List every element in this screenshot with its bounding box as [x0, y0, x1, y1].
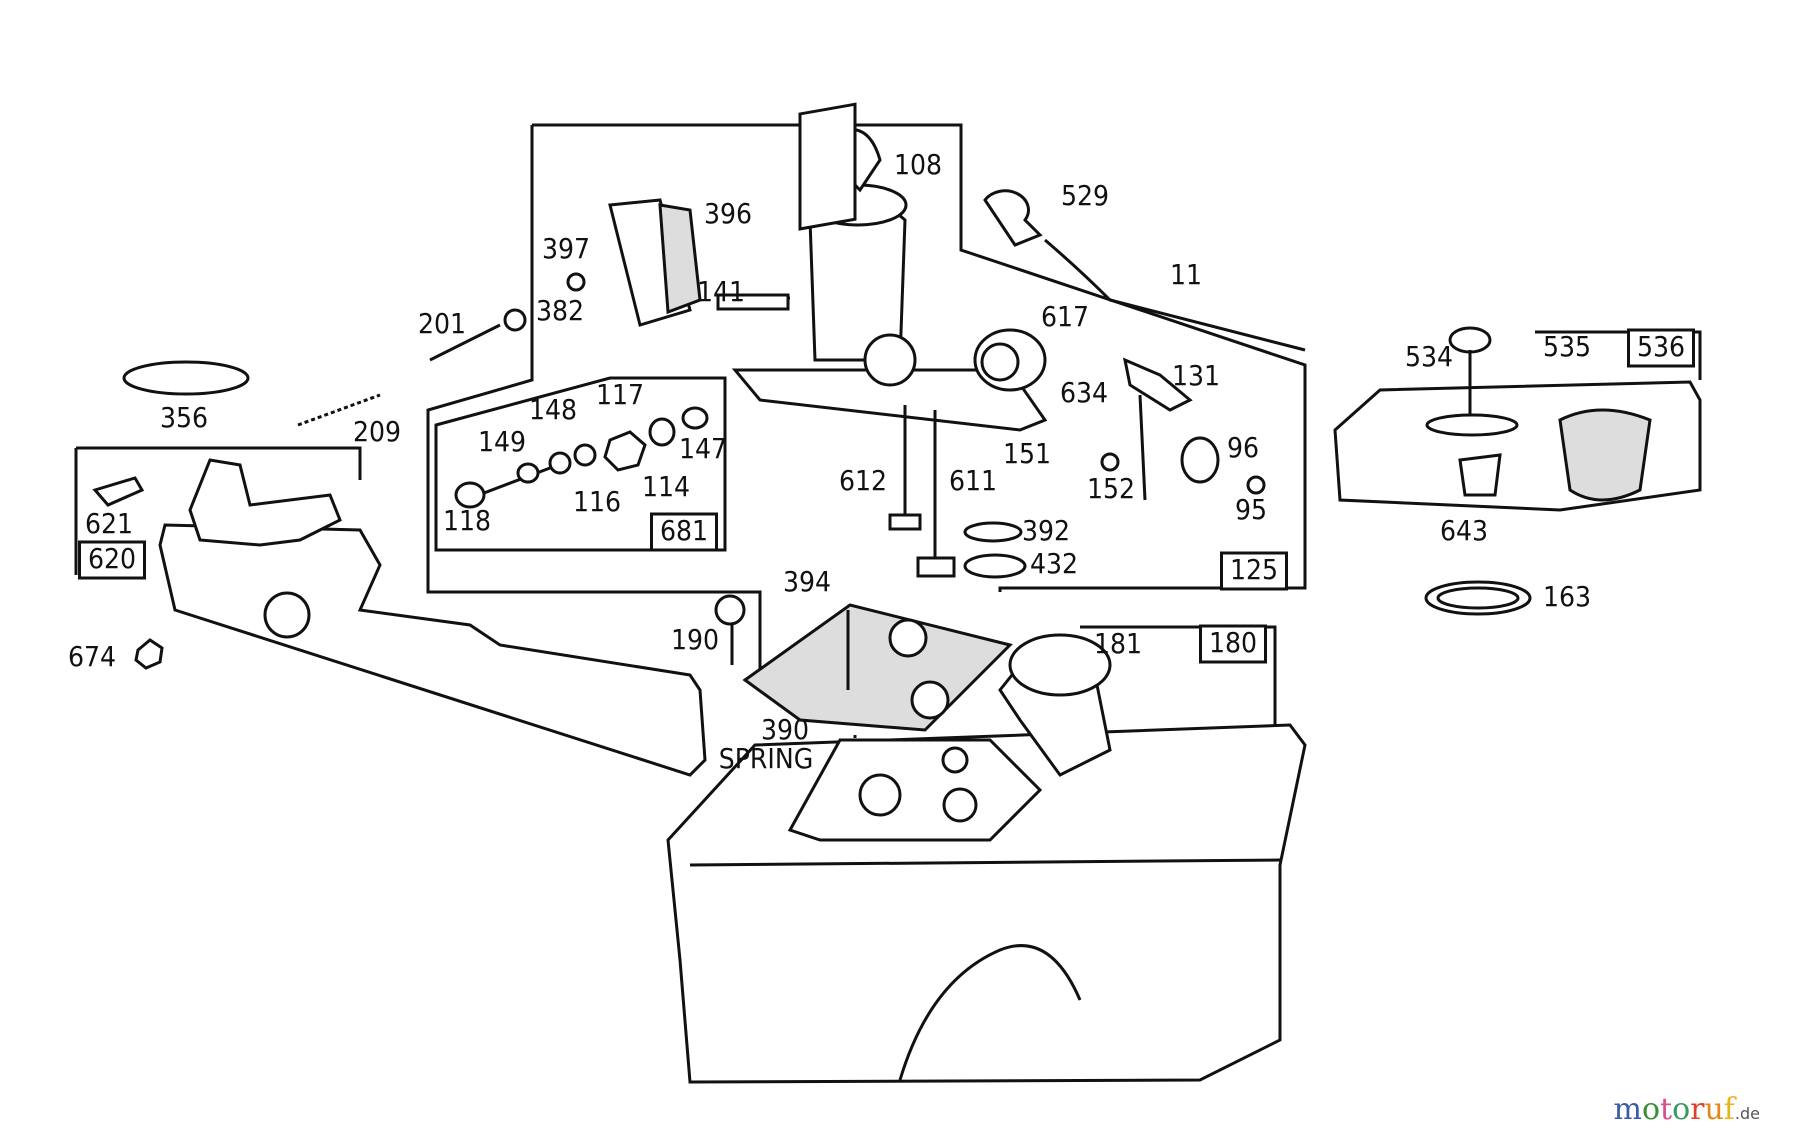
part-label-114: 114 — [642, 470, 690, 503]
part-label-681: 681 — [660, 514, 708, 547]
label-box — [1220, 551, 1288, 591]
watermark-letter: u — [1704, 1092, 1724, 1127]
label-box — [650, 512, 718, 552]
part-label-151: 151 — [1003, 437, 1051, 470]
part-label-152: 152 — [1087, 472, 1135, 505]
part-label-674: 674 — [68, 640, 116, 673]
watermark-letter: f — [1723, 1092, 1735, 1127]
part-label-116: 116 — [573, 485, 621, 518]
part-label-spring: SPRING — [719, 742, 813, 775]
part-label-180: 180 — [1209, 626, 1257, 659]
label-box — [1627, 328, 1695, 368]
watermark-suffix: .de — [1734, 1104, 1760, 1123]
part-label-356: 356 — [160, 401, 208, 434]
part-label-131: 131 — [1172, 359, 1220, 392]
part-label-392: 392 — [1022, 514, 1070, 547]
part-label-11: 11 — [1170, 258, 1202, 291]
part-label-181: 181 — [1094, 627, 1142, 660]
watermark-letter: m — [1613, 1092, 1642, 1127]
part-label-396: 396 — [704, 197, 752, 230]
part-label-529: 529 — [1061, 179, 1109, 212]
group-outlines — [74, 123, 1702, 730]
part-label-382: 382 — [536, 294, 584, 327]
watermark-letter: o — [1641, 1092, 1660, 1127]
parts — [92, 102, 1702, 1084]
part-label-141: 141 — [697, 275, 745, 308]
part-label-118: 118 — [443, 504, 491, 537]
part-label-163: 163 — [1543, 580, 1591, 613]
watermark-letter: r — [1690, 1092, 1705, 1127]
part-label-394: 394 — [783, 565, 831, 598]
part-label-147: 147 — [679, 432, 727, 465]
part-label-108: 108 — [894, 148, 942, 181]
part-label-611: 611 — [949, 464, 997, 497]
part-label-617: 617 — [1041, 300, 1089, 333]
part-label-125: 125 — [1230, 553, 1278, 586]
part-label-190: 190 — [671, 623, 719, 656]
part-label-536: 536 — [1637, 330, 1685, 363]
callout-labels: 108 529 396 397 141 201 382 11 617 534 535 536 356 20… — [68, 148, 1695, 775]
part-label-149: 149 — [478, 425, 526, 458]
label-box — [1199, 624, 1267, 664]
part-label-534: 534 — [1405, 340, 1453, 373]
part-label-96: 96 — [1227, 431, 1259, 464]
part-label-621: 621 — [85, 507, 133, 540]
watermark-logo: motoruf.de — [1613, 1092, 1760, 1127]
watermark-letter: o — [1672, 1092, 1691, 1127]
part-label-95: 95 — [1235, 493, 1267, 526]
label-box — [78, 540, 146, 580]
part-label-535: 535 — [1543, 330, 1591, 363]
part-label-201: 201 — [418, 307, 466, 340]
part-label-432: 432 — [1030, 547, 1078, 580]
part-label-117: 117 — [596, 378, 644, 411]
part-label-612: 612 — [839, 464, 887, 497]
part-label-390: 390 — [761, 713, 809, 746]
part-label-643: 643 — [1440, 514, 1488, 547]
watermark-letter: t — [1660, 1092, 1673, 1127]
part-label-634: 634 — [1060, 376, 1108, 409]
part-label-209: 209 — [353, 415, 401, 448]
part-label-620: 620 — [88, 542, 136, 575]
part-label-148: 148 — [529, 393, 577, 426]
part-label-397: 397 — [542, 232, 590, 265]
